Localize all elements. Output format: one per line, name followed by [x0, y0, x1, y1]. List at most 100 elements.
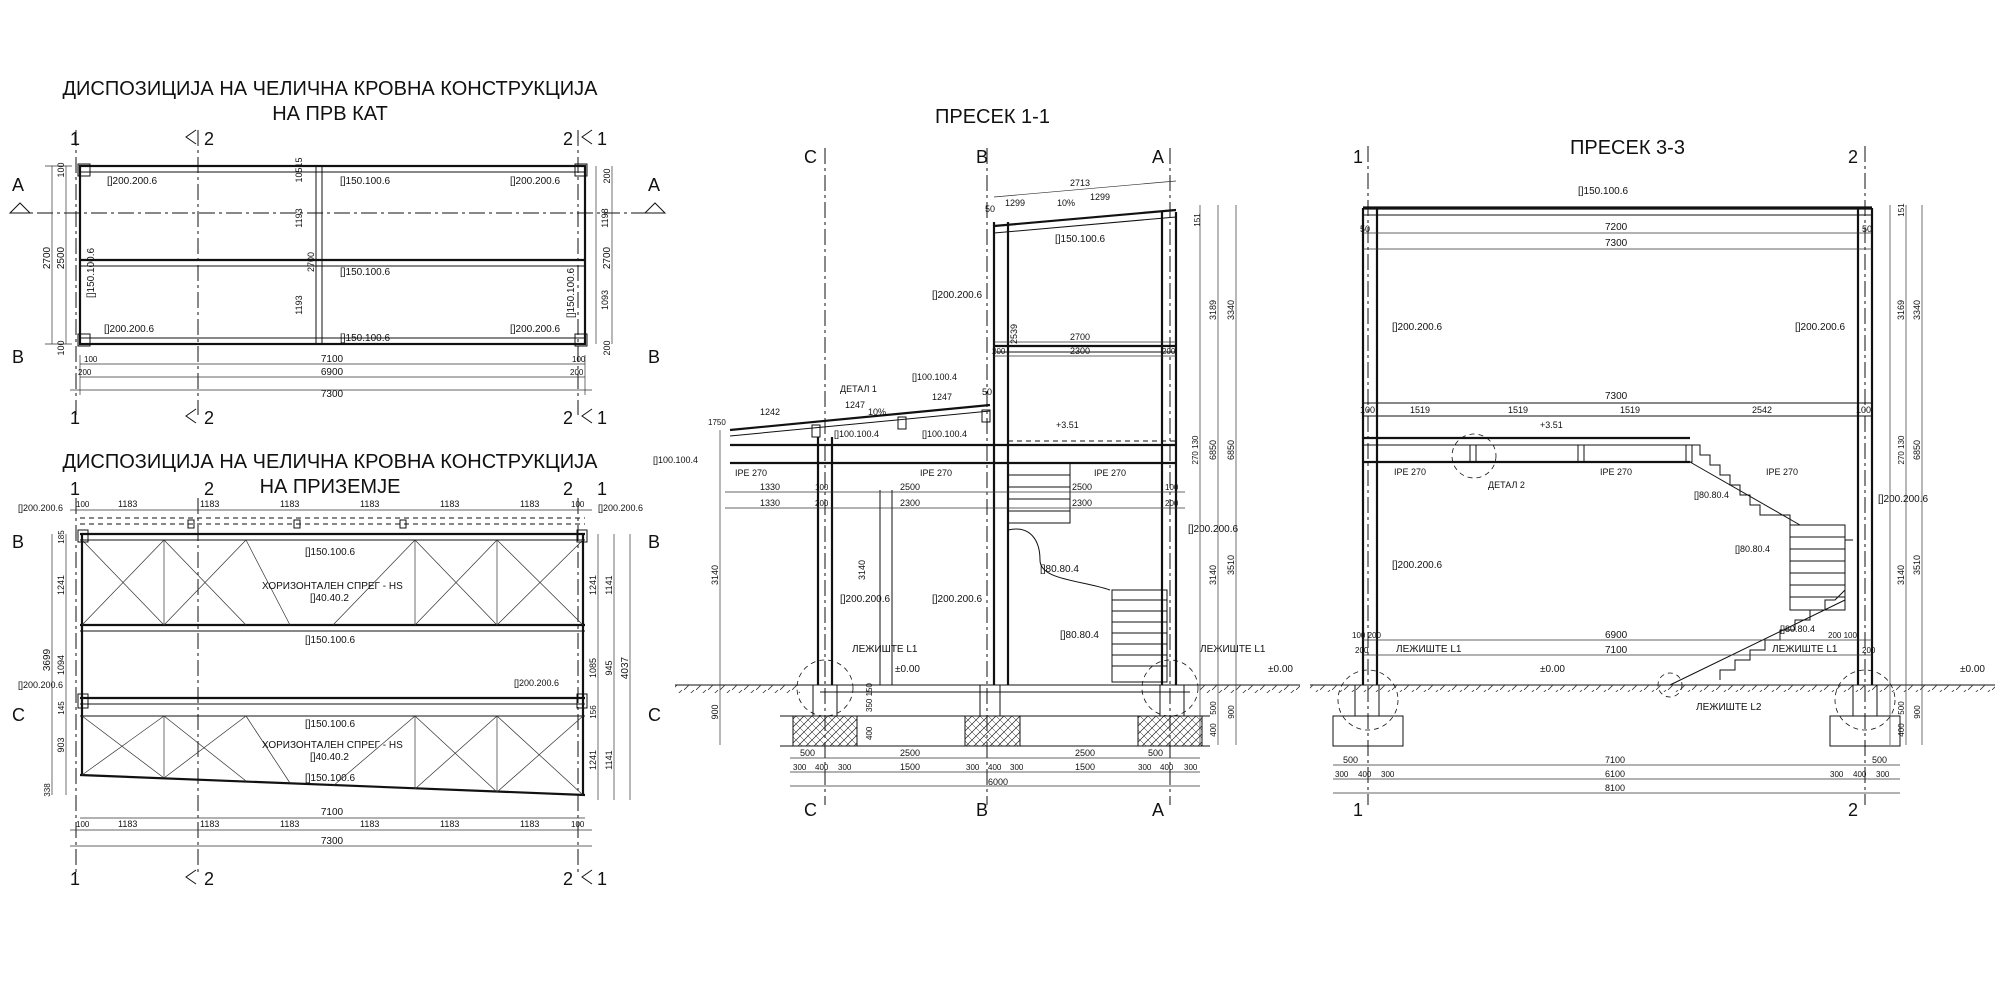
dim: 100 [76, 500, 90, 509]
dim: 500 [1209, 701, 1218, 715]
profile-label: IPE 270 [920, 468, 952, 478]
grid-label: 2 [563, 408, 573, 428]
section-1-1: C B A C B A [653, 147, 1300, 820]
roof-beam [993, 208, 1177, 228]
dim: 1183 [118, 499, 137, 509]
profile-label: []150.100.6 [340, 176, 390, 187]
dim: 2500 [900, 482, 920, 492]
dim: 300 [1381, 770, 1395, 779]
dim: 1247 [932, 392, 952, 402]
dim: 500 [800, 748, 815, 758]
dim: 270 130 [1191, 435, 1200, 464]
dim: 100 [572, 355, 586, 364]
grid-label: A [12, 175, 24, 195]
dim: 400 [1897, 723, 1906, 737]
dim: 200 [815, 499, 829, 508]
dim: 3189 [1208, 300, 1218, 320]
dim: 100 [56, 340, 66, 355]
dim: 1299 [1005, 198, 1025, 208]
dim: 1183 [118, 819, 137, 829]
dim: 100 [571, 500, 585, 509]
dim: 2700 [42, 246, 53, 269]
column [77, 693, 89, 709]
dim: 1299 [1090, 192, 1110, 202]
dim: 1141 [604, 750, 614, 769]
elevation-label: ±0.00 [1268, 664, 1293, 675]
dim: 1242 [760, 407, 780, 417]
dim: 1241 [588, 575, 598, 595]
profile-label: []200.200.6 [840, 594, 890, 605]
dim: 100 [56, 162, 66, 177]
dim: 1183 [520, 819, 539, 829]
dim: 50 [985, 204, 995, 214]
dim: 3340 [1912, 300, 1922, 320]
dim: 903 [56, 737, 66, 752]
dim: 1085 [588, 658, 598, 678]
grid-label: 2 [204, 408, 214, 428]
dim: 2700 [306, 252, 316, 272]
profile-label: []200.200.6 [104, 324, 154, 335]
dim: 900 [1227, 705, 1236, 719]
dim: 2542 [1752, 405, 1772, 415]
dim: 200 [602, 340, 612, 355]
dim: 100 [84, 355, 98, 364]
grid-label: B [976, 800, 988, 820]
profile-label: []150.100.6 [305, 635, 355, 646]
profile-label: []200.200.6 [18, 680, 63, 690]
grid-label: A [648, 175, 660, 195]
dim: 1141 [604, 575, 614, 594]
bracing-label: []40.40.2 [310, 752, 349, 763]
dim: 3169 [1896, 300, 1906, 320]
grid-label: C [12, 705, 25, 725]
dim: 300 [1830, 770, 1844, 779]
elevation-label: ±0.00 [1960, 664, 1985, 675]
grid-label: 2 [563, 869, 573, 889]
profile-label: []150.100.6 [1055, 234, 1105, 245]
profile-label: []150.100.6 [305, 773, 355, 784]
elevation-label: +3.51 [1056, 420, 1079, 430]
profile-label: []80.80.4 [1040, 564, 1079, 575]
dim: 50 [982, 387, 992, 397]
dim: 100 [76, 820, 90, 829]
profile-label: []80.80.4 [1694, 490, 1729, 500]
horizontal-bracing-top [81, 539, 584, 626]
section-marker [185, 869, 197, 885]
sloped-beam [79, 773, 586, 797]
dim: 1247 [845, 400, 865, 410]
column [574, 163, 588, 177]
dim: 200 [1165, 499, 1179, 508]
dim: 7100 [1605, 755, 1625, 765]
dim: 2300 [1072, 498, 1092, 508]
dim: 1183 [360, 819, 379, 829]
grid-label: 1 [70, 869, 80, 889]
dim: 10515 [294, 157, 304, 182]
grid-label: B [12, 347, 24, 367]
dim: 1193 [294, 295, 304, 314]
dim: 100 [571, 820, 585, 829]
staircase [1669, 444, 1853, 686]
elevation-label: +3.51 [1540, 420, 1563, 430]
bearing-label: ЛЕЖИШТЕ L1 [1200, 644, 1266, 655]
dim: 300 [1010, 763, 1024, 772]
profile-label: IPE 270 [1766, 467, 1798, 477]
dim: 500 [1343, 755, 1358, 765]
profile-label: []150.100.6 [340, 267, 390, 278]
dim: 7200 [1605, 222, 1628, 233]
dim: 2500 [56, 246, 67, 269]
dim: 1519 [1508, 405, 1528, 415]
detail-label: ДЕТАЛ 2 [1488, 480, 1525, 490]
dim: 50 [1360, 224, 1370, 234]
profile-label: []100.100.4 [834, 429, 879, 439]
dim: 6850 [1226, 440, 1236, 460]
grid-label: B [12, 532, 24, 552]
dim: 1183 [440, 499, 459, 509]
profile-label: []200.200.6 [1392, 560, 1442, 571]
dim: 400 [1160, 763, 1174, 772]
profile-label: []100.100.4 [912, 372, 957, 382]
bearing-label: ЛЕЖИШТЕ L1 [1396, 644, 1462, 655]
dim: 7300 [321, 389, 344, 400]
slope-label: 10% [1057, 198, 1075, 208]
profile-label: []200.200.6 [18, 503, 63, 513]
dim: 1183 [360, 499, 379, 509]
